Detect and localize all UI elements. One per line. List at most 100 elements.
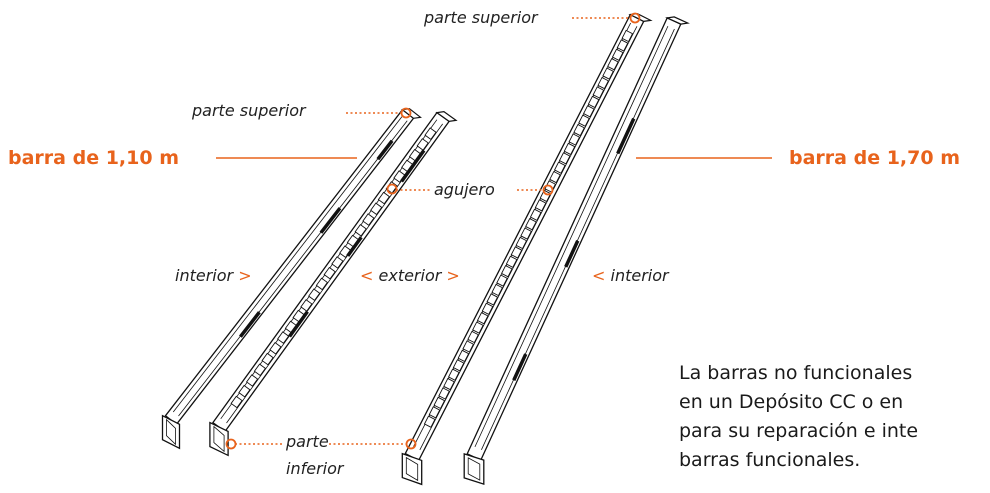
label-bar-long: barra de 1,70 m [789, 147, 960, 169]
bar-bottom-opening [213, 425, 225, 453]
bar-hole [505, 255, 518, 268]
bar-slot [400, 149, 426, 183]
interior-left-text: interior [175, 266, 234, 285]
bar-hole [592, 86, 605, 99]
arrow-right-icon: > [238, 266, 252, 285]
bar-hole [354, 223, 367, 237]
bars-group [161, 12, 690, 486]
bar-hole [253, 363, 267, 377]
bar-top-cap [665, 16, 690, 25]
bar-slot [346, 236, 363, 257]
bar-hole [438, 387, 450, 400]
bar-slot [319, 207, 342, 234]
bar-hole [534, 199, 547, 212]
bar-hole [261, 352, 274, 366]
bar-hole [472, 321, 484, 334]
bar-hole [424, 127, 437, 141]
bar-hole [529, 208, 542, 221]
exterior-text: exterior [378, 266, 442, 285]
label-bar-short: barra de 1,10 m [8, 147, 179, 169]
arrow-right-icon: > [446, 266, 460, 285]
bar-hole [549, 170, 561, 184]
bar-hole [602, 67, 614, 80]
bar-slot [288, 310, 309, 338]
bar-hole [433, 396, 446, 410]
bar-edge-line [474, 25, 669, 448]
bar-hole [443, 377, 455, 391]
bar-hole [582, 105, 595, 118]
bar-hole [558, 152, 571, 165]
interior-right-text: interior [610, 266, 669, 285]
note-line-1: La barras no funcionales [679, 362, 913, 384]
bar-hole [520, 227, 532, 240]
bar-hole [587, 95, 600, 109]
bar-hole [515, 236, 528, 250]
bar-hole [500, 265, 513, 278]
bar-hole [370, 202, 383, 216]
bar-hole [331, 256, 344, 269]
bar-hole [452, 359, 465, 372]
bar-hole [308, 288, 321, 302]
bar-hole [238, 384, 251, 398]
bar-hole [616, 39, 629, 52]
bar-hole [230, 395, 243, 409]
label-top-long: parte superior [424, 8, 538, 27]
bar-hole [553, 161, 566, 174]
arrow-left-icon: < [592, 266, 606, 285]
bar-slot [512, 353, 528, 381]
marker-circle-icon [400, 107, 412, 119]
bar-hole [525, 218, 537, 231]
bar-long-interior [463, 16, 690, 485]
bar-edge-line [419, 26, 638, 451]
bar-bottom-opening [405, 456, 419, 482]
label-hole: agujero [434, 180, 495, 199]
leader-lines [216, 12, 772, 450]
bar-hole [476, 312, 489, 325]
marker-circle-icon [629, 12, 641, 24]
bar-hole [578, 114, 590, 127]
info-note: La barras no funcionales en un Depósito … [679, 359, 918, 475]
marker-circle-icon [542, 184, 554, 196]
bar-slot [564, 239, 580, 268]
bar-hole [510, 246, 523, 259]
note-line-3: para su reparación e inte [679, 420, 919, 442]
bar-hole [568, 133, 581, 146]
bar-hole [315, 277, 329, 291]
bar-top-cap [435, 110, 458, 123]
bar-bottom-opening [467, 457, 481, 481]
bar-hole [573, 123, 585, 137]
bar-hole [447, 368, 460, 381]
bar-hole [467, 330, 479, 344]
bar-hole [423, 415, 436, 428]
bar-hole [416, 138, 429, 151]
bar-slot [239, 311, 261, 338]
arrow-left-icon: < [360, 266, 374, 285]
bar-hole [276, 331, 290, 344]
bar-slot [376, 139, 394, 161]
bar-hole [621, 29, 634, 43]
bar-edge-line [178, 120, 408, 417]
bar-hole [496, 274, 508, 287]
bar-bottom-end [463, 453, 485, 485]
bar-edge-line [481, 28, 675, 451]
marker-circle-icon [225, 438, 237, 450]
bar-bottom-end [401, 452, 423, 486]
marker-circle-icon [386, 183, 398, 195]
bar-long-exterior [401, 12, 653, 486]
bar-bottom-end [209, 421, 229, 457]
bar-hole [607, 58, 619, 71]
label-bottom-line2: inferior [286, 459, 344, 478]
bar-hole [269, 341, 282, 355]
bar-hole [539, 189, 552, 203]
bar-hole [245, 374, 259, 387]
bar-hole [323, 266, 336, 280]
bar-bottom-opening [166, 418, 176, 446]
bar-hole [428, 406, 441, 419]
label-top-short: parte superior [192, 101, 306, 120]
bar-hole [362, 213, 375, 226]
label-exterior: < exterior > [360, 266, 460, 285]
note-line-4: barras funcionales. [679, 449, 861, 471]
label-bottom-line1: parte [286, 432, 329, 451]
bar-hole [462, 340, 475, 353]
bar-slot [616, 117, 636, 155]
